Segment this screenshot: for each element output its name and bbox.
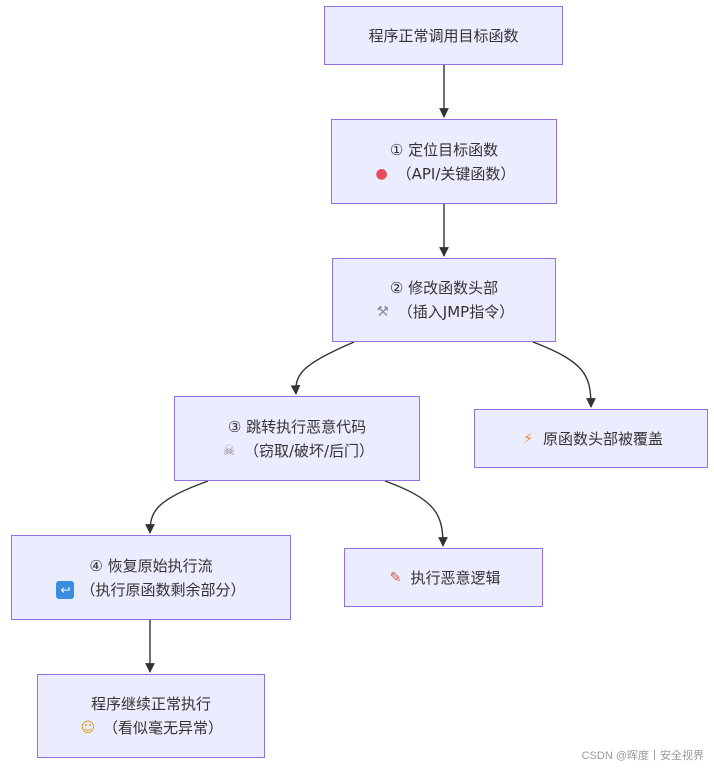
node-label: ① 定位目标函数 bbox=[389, 140, 499, 159]
node-sublabel: （看似毫无异常） bbox=[102, 719, 223, 737]
node-label: 程序正常调用目标函数 bbox=[368, 26, 519, 45]
edge-n3-n5 bbox=[532, 341, 596, 408]
memo-icon: ✎ bbox=[389, 569, 402, 586]
node-modify-function-header: ② 修改函数头部 ⚒ （插入JMP指令） bbox=[332, 258, 556, 342]
node-sublabel: （插入JMP指令） bbox=[397, 303, 515, 321]
skull-icon: ☠ bbox=[222, 442, 236, 459]
node-label: 程序继续正常执行 bbox=[90, 695, 211, 713]
node-sublabel: （API/关键函数） bbox=[396, 164, 516, 183]
node-continue-normal-execution: 程序继续正常执行 ☺ （看似毫无异常） bbox=[37, 674, 265, 758]
node-label: 原函数头部被覆盖 bbox=[542, 429, 663, 448]
round-pushpin-icon: ● bbox=[375, 165, 388, 182]
node-header-overwritten: ⚡ 原函数头部被覆盖 bbox=[474, 409, 708, 468]
node-call-target-function: 程序正常调用目标函数 bbox=[324, 6, 563, 65]
edge-n4-n7 bbox=[384, 480, 448, 547]
node-sublabel: （执行原函数剩余部分） bbox=[80, 580, 246, 599]
node-execute-malicious-logic: ✎ 执行恶意逻辑 bbox=[344, 548, 543, 607]
watermark: CSDN @晖度丨安全视界 bbox=[581, 750, 704, 762]
return-arrow-icon: ↩ bbox=[56, 580, 75, 599]
wrench-icon: ⚒ bbox=[376, 304, 390, 320]
node-jump-malicious-code: ③ 跳转执行恶意代码 ☠ （窃取/破坏/后门） bbox=[174, 396, 420, 481]
node-label: ③ 跳转执行恶意代码 bbox=[227, 417, 367, 436]
edge-n4-n6 bbox=[145, 480, 209, 534]
node-locate-target-function: ① 定位目标函数 ● （API/关键函数） bbox=[331, 119, 557, 204]
node-sublabel: （窃取/破坏/后门） bbox=[243, 441, 375, 460]
node-label: 执行恶意逻辑 bbox=[410, 568, 501, 587]
edge-n3-n4 bbox=[290, 341, 355, 395]
node-label: ② 修改函数头部 bbox=[389, 279, 499, 297]
performing-arts-masks-icon: ☺ bbox=[80, 720, 96, 736]
node-label: ④ 恢复原始执行流 bbox=[89, 556, 213, 575]
node-restore-execution-flow: ④ 恢复原始执行流 ↩ （执行原函数剩余部分） bbox=[11, 535, 291, 620]
lightning-icon: ⚡ bbox=[523, 430, 533, 447]
